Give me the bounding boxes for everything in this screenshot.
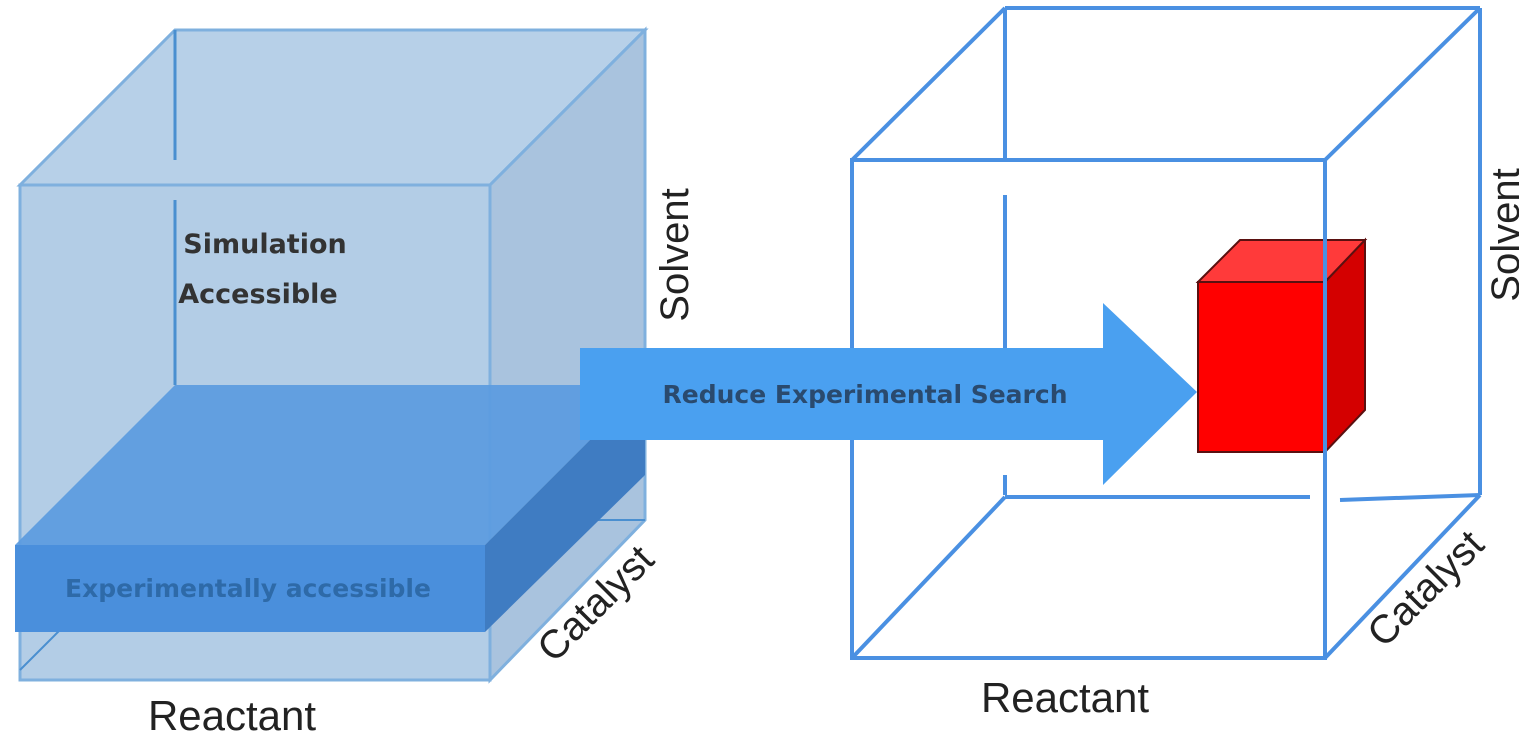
- left-axis-reactant: Reactant: [148, 692, 316, 735]
- reduce-search-arrow: Reduce Experimental Search: [580, 303, 1197, 485]
- right-cube-depth-edge: [1323, 493, 1482, 660]
- right-cube-depth-edge: [850, 495, 1007, 660]
- right-cube-back-edge: [1339, 493, 1481, 502]
- arrow-label: Reduce Experimental Search: [662, 380, 1067, 409]
- right-cube: [850, 6, 1482, 660]
- target-cube: [1195, 237, 1368, 455]
- slab-right-face: [485, 385, 645, 632]
- arrow-shape: [580, 303, 1197, 485]
- experimentally-accessible-label: Experimentally accessible: [65, 574, 431, 603]
- target-cube-front: [1197, 281, 1326, 453]
- slab-top-face: [15, 385, 645, 545]
- simulation-accessible-label-line1: Simulation: [183, 229, 346, 260]
- left-cube: Simulation Accessible Experimentally acc…: [15, 26, 697, 735]
- simulation-accessible-label-line2: Accessible: [178, 279, 338, 310]
- right-axis-solvent: Solvent: [1484, 168, 1519, 301]
- right-cube-depth-edge: [850, 6, 1007, 162]
- right-axis-reactant: Reactant: [981, 674, 1149, 721]
- experimental-slab: [15, 385, 645, 632]
- slab-front-face: [15, 545, 485, 632]
- right-cube-depth-edge: [1323, 6, 1482, 162]
- left-axis-solvent: Solvent: [653, 188, 697, 321]
- right-axis-catalyst: Catalyst: [1359, 522, 1492, 655]
